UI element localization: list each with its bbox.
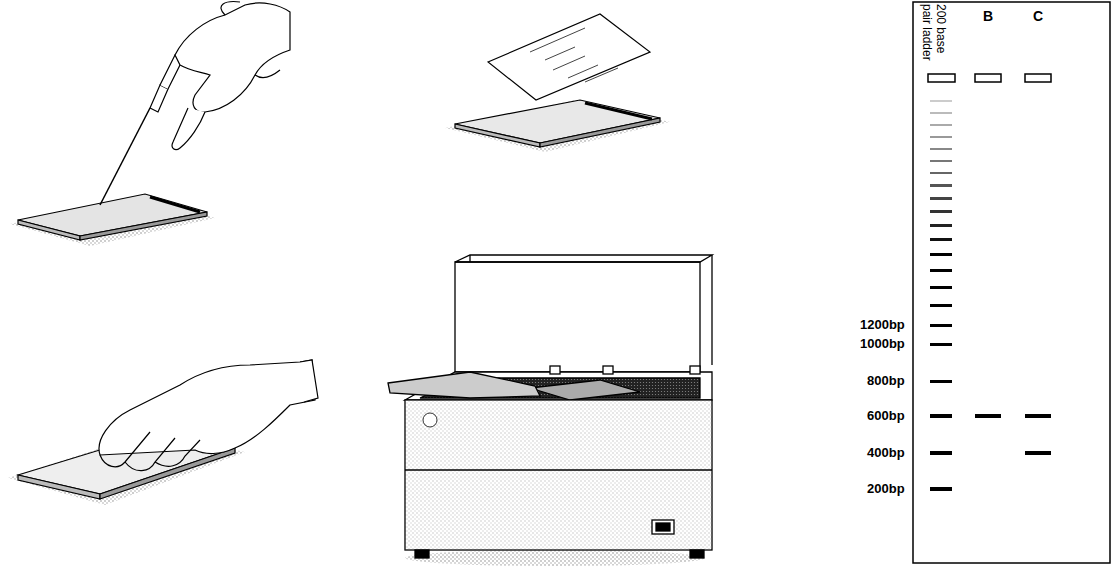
sample-band bbox=[1025, 414, 1051, 418]
pressing-panel bbox=[8, 360, 318, 505]
lane-label: B bbox=[983, 8, 993, 24]
size-label: 1200bp bbox=[860, 317, 905, 333]
gel-result bbox=[913, 2, 1110, 563]
sample-band bbox=[975, 414, 1001, 418]
ladder-bands bbox=[930, 100, 952, 491]
size-label: 800bp bbox=[867, 373, 905, 389]
wells bbox=[928, 74, 1051, 82]
size-label: 400bp bbox=[867, 445, 905, 461]
paper-panel bbox=[445, 14, 670, 152]
lane-label: 200 base pair ladder bbox=[920, 4, 948, 68]
transilluminator bbox=[388, 255, 712, 566]
lane-label: C bbox=[1033, 8, 1043, 24]
size-label: 600bp bbox=[867, 408, 905, 424]
size-label: 1000bp bbox=[860, 336, 905, 352]
size-label: 200bp bbox=[867, 481, 905, 497]
sample-band bbox=[1025, 451, 1051, 455]
pipette-panel bbox=[10, 2, 290, 246]
